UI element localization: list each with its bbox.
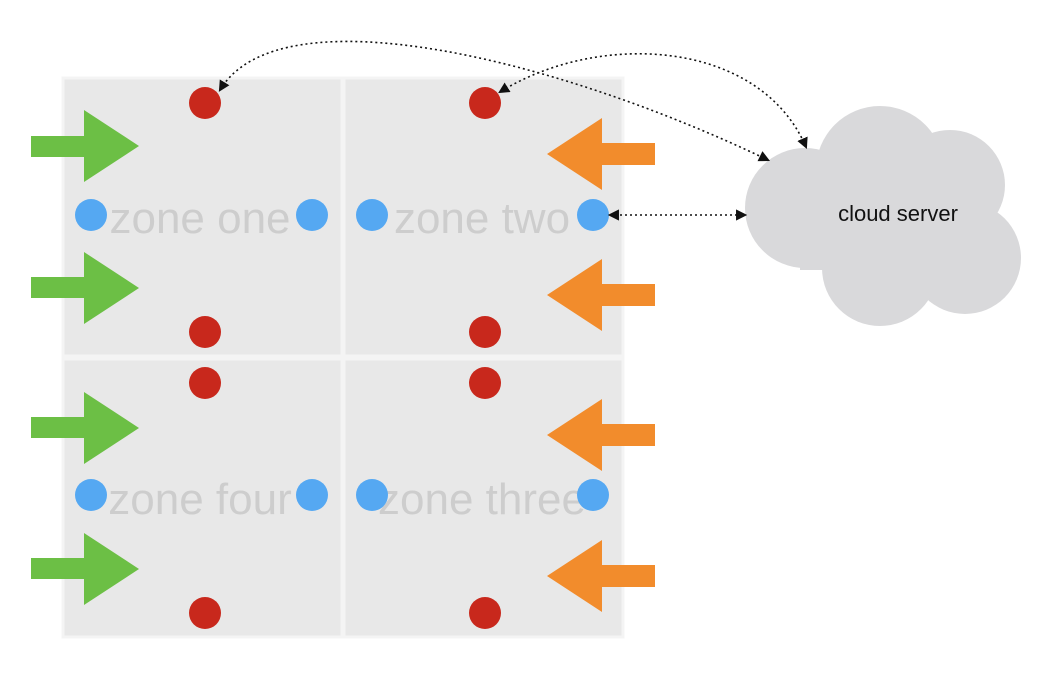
connector-cloud-zone-two [498, 52, 808, 150]
green-arrow-icon [31, 392, 139, 464]
blue-node [356, 479, 388, 511]
red-node [189, 597, 221, 629]
red-node [189, 367, 221, 399]
blue-node [577, 199, 609, 231]
green-arrow-icon [31, 252, 139, 324]
zone-two-label: zone two [394, 194, 570, 243]
cloud-server-label: cloud server [838, 201, 958, 226]
cloud-server: cloud server [745, 106, 1021, 326]
connector-cloud-zone-one [218, 40, 771, 162]
zone-four-panel [61, 357, 344, 639]
zone-four-label: zone four [108, 475, 291, 524]
cloud-shape [800, 180, 960, 270]
red-node [469, 597, 501, 629]
green-arrows [31, 110, 139, 605]
orange-arrow-icon [547, 399, 655, 471]
zone-four: zone four [61, 357, 344, 639]
red-node [189, 87, 221, 119]
connectors [218, 40, 808, 221]
blue-node [577, 479, 609, 511]
blue-node [356, 199, 388, 231]
red-node [189, 316, 221, 348]
orange-arrow-icon [547, 540, 655, 612]
blue-node [75, 479, 107, 511]
orange-arrow-icon [547, 259, 655, 331]
green-arrow-icon [31, 110, 139, 182]
zone-three-label: zone three [378, 475, 586, 524]
red-node [469, 316, 501, 348]
zone-one-label: zone one [109, 194, 290, 243]
blue-node [75, 199, 107, 231]
blue-nodes [75, 199, 609, 511]
red-node [469, 87, 501, 119]
red-nodes [189, 87, 501, 629]
blue-node [296, 479, 328, 511]
blue-node [296, 199, 328, 231]
red-node [469, 367, 501, 399]
green-arrow-icon [31, 533, 139, 605]
